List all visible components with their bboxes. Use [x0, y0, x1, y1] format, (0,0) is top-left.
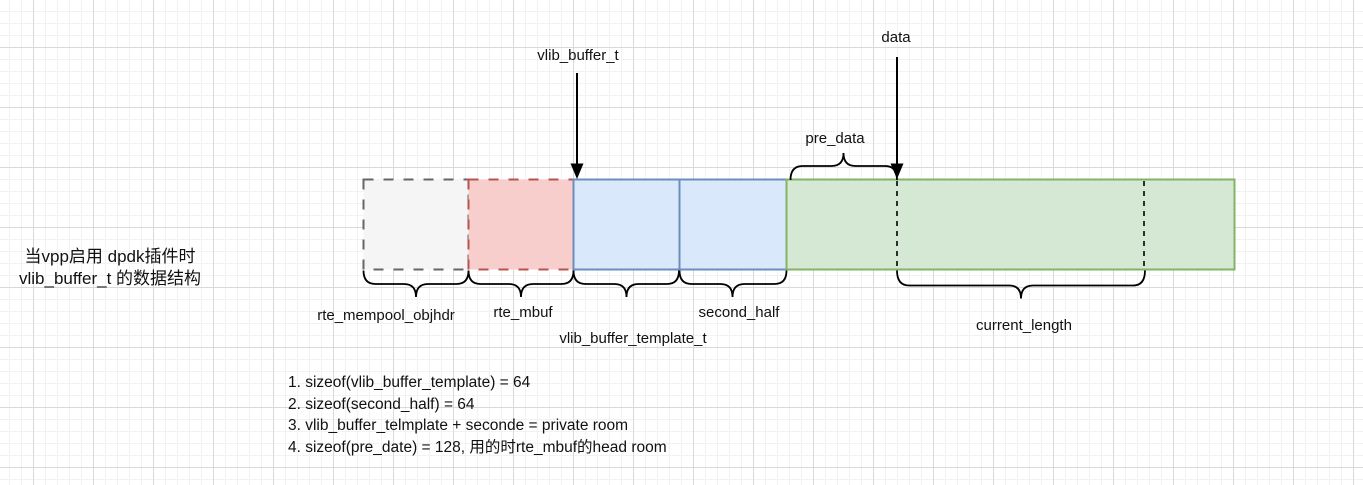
- diagram-description: 当vpp启用 dpdk插件时 vlib_buffer_t 的数据结构: [19, 246, 201, 290]
- segment-rte-mempool-objhdr: [362, 178, 470, 271]
- data-label: data: [881, 29, 911, 46]
- data-arrowhead-icon: [890, 163, 904, 179]
- segment-rte-mbuf: [467, 178, 575, 271]
- current-length-brace: [896, 270, 1146, 299]
- rte-mempool-objhdr-label: rte_mempool_objhdr: [317, 307, 455, 324]
- vlib-buffer-template-brace: [572, 270, 680, 298]
- rte-mempool-objhdr-brace: [362, 270, 470, 298]
- second-half-brace: [678, 270, 788, 298]
- vlib-buffer-template-t-label: vlib_buffer_template_t: [559, 330, 707, 347]
- vlib-buffer-t-label: vlib_buffer_t: [537, 47, 619, 64]
- pre-data-brace: [789, 152, 898, 181]
- notes-block: 1. sizeof(vlib_buffer_template) = 64 2. …: [288, 372, 667, 459]
- note-line: 1. sizeof(vlib_buffer_template) = 64: [288, 374, 531, 391]
- second-half-label: second_half: [698, 304, 780, 321]
- segment-data-buffer: [785, 178, 1236, 271]
- note-line: 4. sizeof(pre_date) = 128, 用的时rte_mbuf的h…: [288, 439, 667, 457]
- current-length-label: current_length: [976, 317, 1072, 334]
- description-line-2: vlib_buffer_t 的数据结构: [18, 269, 202, 288]
- rte-mbuf-label: rte_mbuf: [493, 304, 553, 321]
- description-line-1: 当vpp启用 dpdk插件时: [24, 247, 196, 266]
- note-line: 2. sizeof(second_half) = 64: [288, 395, 475, 413]
- note-line: 3. vlib_buffer_telmplate + seconde = pri…: [288, 417, 629, 435]
- vlib-buffer-t-arrowhead-icon: [570, 163, 584, 179]
- pre-data-label: pre_data: [805, 130, 865, 147]
- rte-mbuf-brace: [467, 270, 575, 298]
